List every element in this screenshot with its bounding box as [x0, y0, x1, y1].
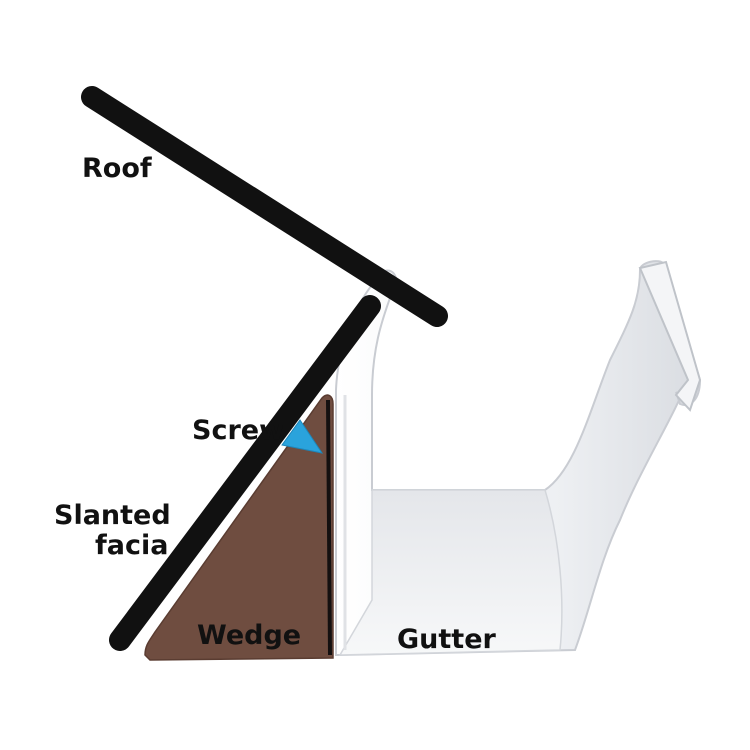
gutter-front-lip [638, 260, 702, 412]
screw-icon [281, 419, 324, 454]
slanted-facia-label-line1: Slanted [54, 500, 171, 531]
wedge-label: Wedge [197, 620, 302, 651]
wedge-edge [326, 399, 332, 656]
gutter [335, 260, 702, 656]
roof-line [81, 86, 448, 327]
gutter-label: Gutter [397, 624, 496, 655]
wedge [144, 394, 334, 661]
screw-label: Screw [192, 415, 285, 446]
slanted-facia-line [109, 295, 381, 651]
slanted-facia-label-line2: facia [95, 530, 169, 561]
gutter-floor [338, 489, 563, 656]
roof-label: Roof [82, 153, 152, 184]
